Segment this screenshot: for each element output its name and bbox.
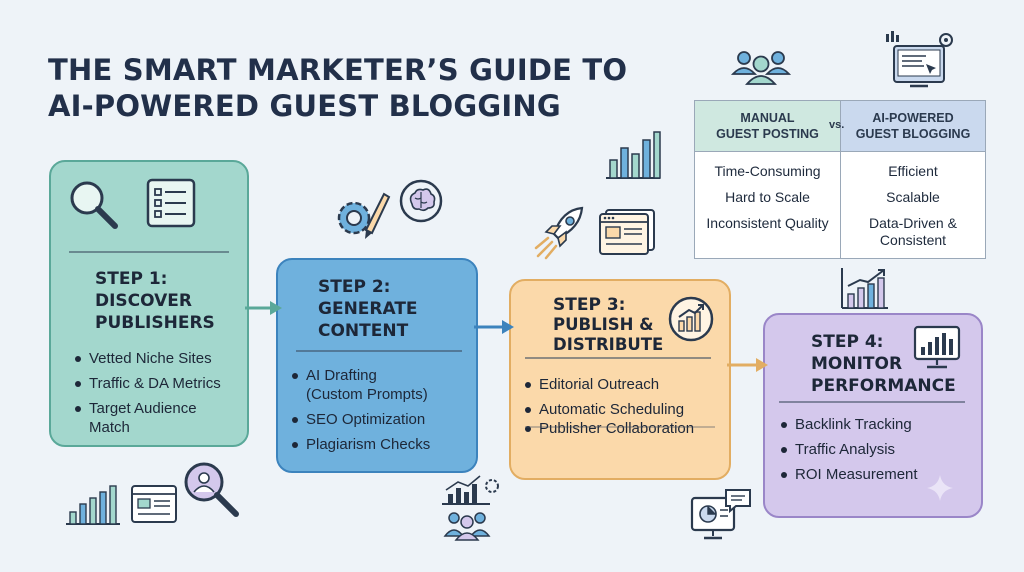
analytics-chart-icon bbox=[668, 296, 714, 342]
chat-monitor-icon bbox=[690, 489, 751, 540]
list-item: Traffic Analysis bbox=[779, 440, 979, 459]
arrow-step3-step4 bbox=[727, 358, 768, 372]
vs-label: vs. bbox=[829, 119, 845, 131]
browser-article-icon bbox=[599, 209, 655, 255]
browser-layout-icon bbox=[131, 485, 177, 523]
list-item: Automatic Scheduling bbox=[523, 400, 723, 419]
team-icon bbox=[730, 51, 792, 85]
title-line-2: AI-POWERED GUEST BLOGGING bbox=[48, 89, 561, 123]
dashboard-screen-icon bbox=[886, 31, 953, 88]
ai-row: Scalable bbox=[886, 189, 940, 205]
magnifier-icon bbox=[70, 181, 118, 229]
list-item: SEO Optimization bbox=[290, 410, 470, 429]
manual-row: Time-Consuming bbox=[714, 163, 821, 179]
list-item: ROI Measurement bbox=[779, 465, 979, 484]
step-3-title: STEP 3:PUBLISH &DISTRIBUTE bbox=[553, 295, 664, 354]
sparkle-icon bbox=[927, 475, 953, 501]
growth-chart-icon bbox=[841, 268, 888, 309]
user-search-icon bbox=[184, 462, 239, 517]
list-item: Plagiarism Checks bbox=[290, 435, 470, 454]
step-2-bullets: AI Drafting (Custom Prompts) SEO Optimiz… bbox=[290, 366, 470, 460]
arrow-step2-step3 bbox=[474, 320, 514, 334]
list-item: Editorial Outreach bbox=[523, 375, 723, 394]
bar-chart-icon bbox=[606, 131, 661, 179]
manual-row: Inconsistent Quality bbox=[706, 215, 829, 231]
list-item: Traffic & DA Metrics bbox=[73, 374, 243, 393]
brain-icon bbox=[399, 179, 443, 223]
page-title: THE SMART MARKETER’S GUIDE TO AI-POWERED… bbox=[48, 52, 688, 124]
monitor-chart-icon bbox=[913, 325, 961, 369]
title-line-1: THE SMART MARKETER’S GUIDE TO bbox=[48, 53, 628, 87]
step-4-bullets: Backlink Tracking Traffic Analysis ROI M… bbox=[779, 415, 979, 490]
list-item: Vetted Niche Sites bbox=[73, 349, 243, 368]
list-item: Publisher Collaboration bbox=[523, 419, 723, 438]
bar-chart-icon bbox=[66, 485, 120, 525]
list-item-continued: Match bbox=[89, 419, 130, 436]
step-3-bullets: Editorial Outreach Automatic Scheduling … bbox=[523, 375, 723, 444]
ai-row: Efficient bbox=[888, 163, 938, 179]
people-chart-icon bbox=[442, 475, 499, 541]
arrow-step1-step2 bbox=[245, 301, 282, 315]
rocket-icon bbox=[534, 206, 584, 260]
ai-row: Data-Driven & bbox=[869, 215, 957, 231]
gear-pencil-icon bbox=[337, 192, 391, 239]
list-item: Backlink Tracking bbox=[779, 415, 979, 434]
step-3-card: STEP 3:PUBLISH &DISTRIBUTE Editorial Out… bbox=[509, 279, 731, 480]
manual-row: Hard to Scale bbox=[725, 189, 810, 205]
list-item-continued: (Custom Prompts) bbox=[306, 386, 428, 403]
list-item: AI Drafting bbox=[290, 366, 470, 385]
checklist-icon bbox=[146, 178, 196, 228]
step-1-bullets: Vetted Niche Sites Traffic & DA Metrics … bbox=[73, 349, 243, 443]
ai-row: Consistent bbox=[879, 232, 947, 248]
list-item: Target Audience bbox=[73, 399, 243, 418]
